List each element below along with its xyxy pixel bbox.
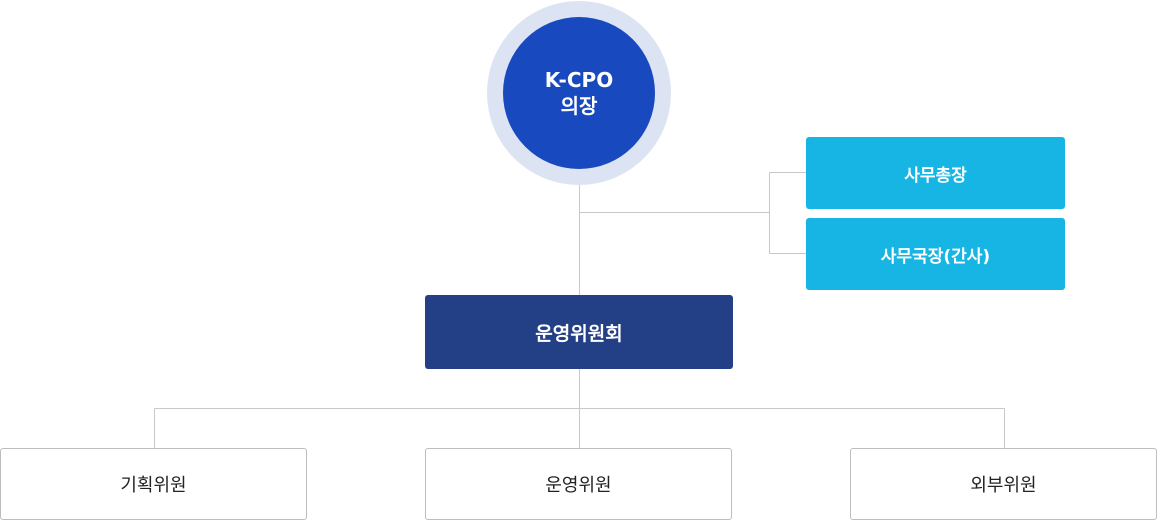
- steering-committee-label: 운영위원회: [535, 322, 623, 345]
- external-member-label: 외부위원: [970, 475, 1037, 496]
- secretary-director-node: 사무국장(간사): [806, 218, 1065, 290]
- secretary-general-node: 사무총장: [806, 137, 1065, 209]
- operating-member-label: 운영위원: [545, 475, 612, 496]
- steering-committee-node: 운영위원회: [425, 295, 733, 369]
- chair-title: K-CPO: [544, 68, 614, 92]
- operating-member-node: 운영위원: [425, 448, 732, 520]
- secretary-director-label: 사무국장(간사): [880, 246, 991, 267]
- secretary-general-label: 사무총장: [904, 165, 967, 186]
- planning-member-label: 기획위원: [120, 475, 187, 496]
- external-member-node: 외부위원: [850, 448, 1157, 520]
- planning-member-node: 기획위원: [0, 448, 307, 520]
- chair-node: K-CPO 의장: [503, 17, 655, 169]
- chair-role: 의장: [560, 94, 598, 118]
